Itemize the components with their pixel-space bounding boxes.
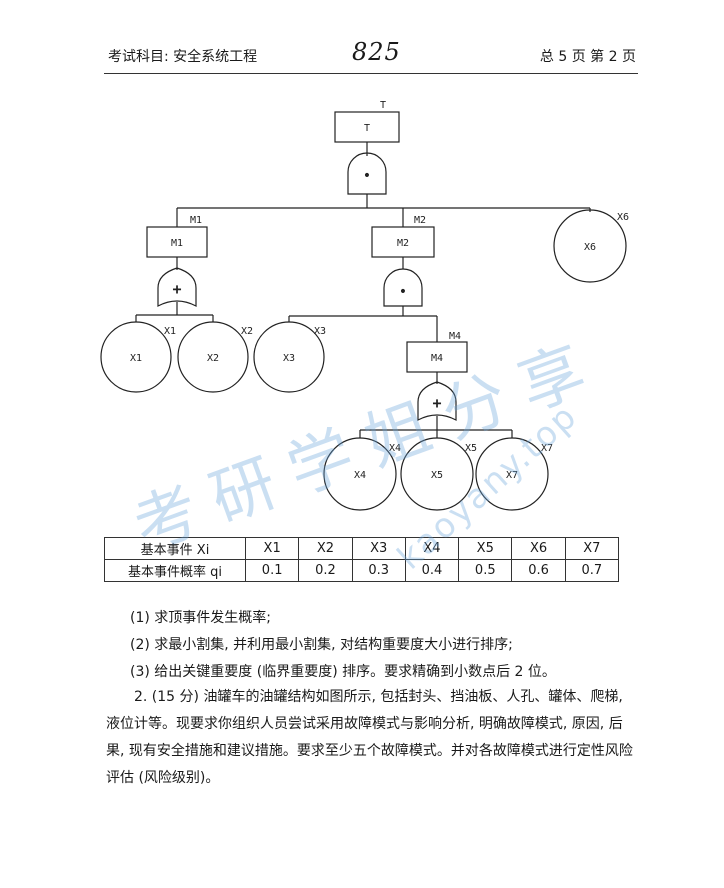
- and-gate-top: [347, 152, 387, 195]
- x7-label: X7: [506, 470, 518, 481]
- m2-label: M2: [397, 238, 409, 249]
- m1-tag: M1: [190, 215, 202, 226]
- or-gate-m4: [417, 381, 457, 421]
- m2-tag: M2: [414, 215, 426, 226]
- x6-tag: X6: [617, 212, 629, 223]
- x7-tag: X7: [541, 443, 553, 454]
- event-x6-circle: [553, 209, 627, 283]
- fault-tree-diagram: • + • + T T M1 M1 M2 M2 M4 M4 X1 X1 X2 X…: [100, 100, 629, 511]
- table-cell: X7: [564, 537, 620, 560]
- x3-tag: X3: [314, 326, 326, 337]
- x1-label: X1: [130, 353, 142, 364]
- x2-label: X2: [207, 353, 219, 364]
- page-info: 总 5 页 第 2 页: [539, 49, 636, 65]
- handwritten-code: 825: [352, 38, 401, 66]
- table-cell: X3: [351, 537, 406, 560]
- header-rule: [104, 73, 638, 74]
- event-x7-circle: [475, 437, 549, 511]
- event-x4-circle: [323, 437, 397, 511]
- top-event-label: T: [364, 123, 370, 134]
- x2-tag: X2: [241, 326, 253, 337]
- x5-label: X5: [431, 470, 443, 481]
- question-2-paragraph: 2. (15 分) 油罐车的油罐结构如图所示, 包括封头、挡油板、人孔、罐体、爬…: [106, 689, 633, 786]
- and-gate-m2: [383, 268, 423, 307]
- page-header: 考试科目: 安全系统工程 825 总 5 页 第 2 页: [108, 38, 636, 74]
- m4-tag: M4: [449, 331, 461, 342]
- table-row: 基本事件 Xi X1 X2 X3 X4 X5 X6 X7: [104, 537, 620, 560]
- table-cell: 0.4: [404, 559, 460, 582]
- table-cell: 0.3: [351, 559, 406, 582]
- table-cell: 0.1: [244, 559, 300, 582]
- probability-table: 基本事件 Xi X1 X2 X3 X4 X5 X6 X7 基本事件概率 qi 0…: [104, 537, 620, 582]
- question-1: (1) 求顶事件发生概率;: [130, 610, 271, 626]
- table-header-cell: 基本事件 Xi: [104, 537, 246, 560]
- table-cell: 0.2: [298, 559, 353, 582]
- table-cell: X2: [298, 537, 353, 560]
- table-row: 基本事件概率 qi 0.1 0.2 0.3 0.4 0.5 0.6 0.7: [104, 559, 620, 582]
- table-header-cell: 基本事件概率 qi: [104, 559, 246, 582]
- x4-label: X4: [354, 470, 366, 481]
- x1-tag: X1: [164, 326, 176, 337]
- or-symbol-m1: +: [172, 280, 181, 298]
- exam-subject: 考试科目: 安全系统工程: [108, 49, 258, 65]
- table-cell: 0.5: [458, 559, 513, 582]
- m1-label: M1: [171, 238, 183, 249]
- table-cell: X4: [404, 537, 460, 560]
- x4-tag: X4: [389, 443, 401, 454]
- question-2: (2) 求最小割集, 并利用最小割集, 对结构重要度大小进行排序;: [130, 637, 513, 653]
- event-x2-circle: [177, 321, 249, 393]
- table-cell: 0.7: [564, 559, 620, 582]
- or-gate-m1: [157, 267, 197, 307]
- table-cell: 0.6: [511, 559, 566, 582]
- question-3: (3) 给出关键重要度 (临界重要度) 排序。要求精确到小数点后 2 位。: [130, 664, 556, 680]
- top-event-tag: T: [380, 100, 386, 111]
- or-symbol-m4: +: [432, 394, 441, 412]
- m4-label: M4: [431, 353, 443, 364]
- x3-label: X3: [283, 353, 295, 364]
- event-x5-circle: [400, 437, 474, 511]
- event-x3-circle: [253, 321, 325, 393]
- and-symbol-top: •: [363, 168, 371, 184]
- table-cell: X5: [458, 537, 513, 560]
- x6-label: X6: [584, 242, 596, 253]
- event-x1-circle: [100, 321, 172, 393]
- table-cell: X6: [511, 537, 566, 560]
- x5-tag: X5: [465, 443, 477, 454]
- table-cell: X1: [244, 537, 300, 560]
- and-symbol-m2: •: [399, 284, 407, 300]
